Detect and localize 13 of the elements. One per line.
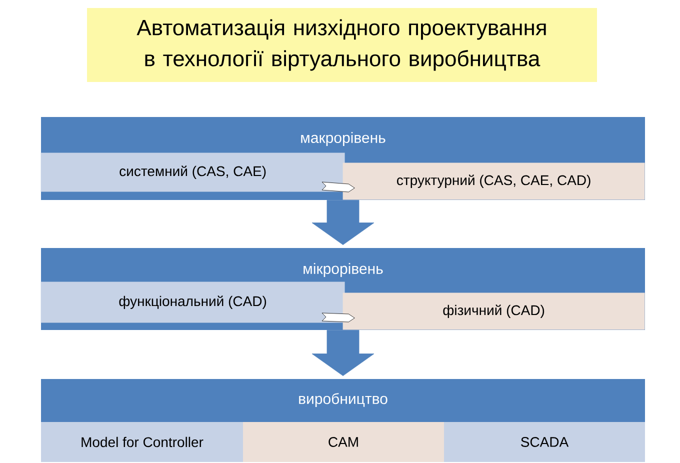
chevron-arrow [322,312,355,322]
level-box: фізичний (CAD) [342,292,645,330]
level-box: функціональний (CAD) [40,282,345,323]
level-box: CAM [243,422,444,462]
level-band: виробництво [41,379,645,422]
level-box: Model for Controller [41,422,243,462]
level-box: структурний (CAS, CAE, CAD) [342,162,645,200]
down-arrow [312,200,374,245]
title-banner: Автоматизація низхідного проектування в технології віртуального виробництва [87,8,597,82]
chevron-arrow [322,182,355,192]
level-box: системний (CAS, CAE) [40,152,345,192]
down-arrow [312,330,374,376]
level-box: SCADA [444,422,645,462]
